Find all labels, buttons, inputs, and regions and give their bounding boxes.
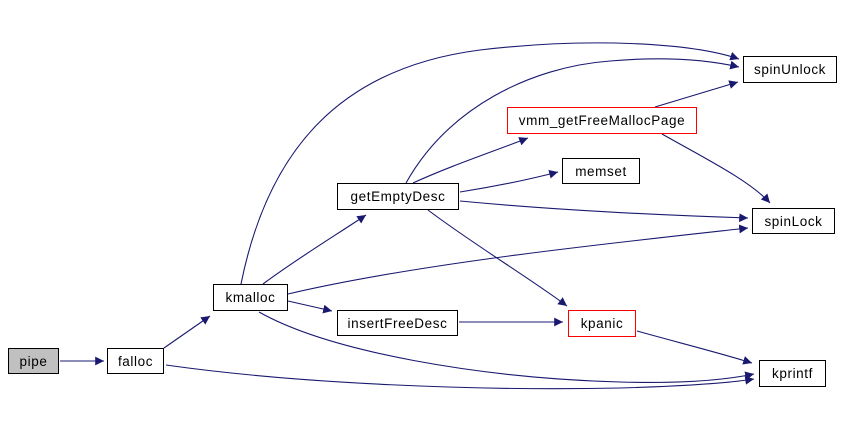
- node-kpanic[interactable]: kpanic: [568, 310, 636, 337]
- edge-falloc-kmalloc: [163, 315, 211, 349]
- node-vmm_getFreeMallocPage[interactable]: vmm_getFreeMallocPage: [507, 107, 697, 134]
- node-insertFreeDesc-label: insertFreeDesc: [347, 315, 448, 331]
- edge-kmalloc-spinUnlock: [240, 42, 740, 285]
- node-insertFreeDesc[interactable]: insertFreeDesc: [337, 310, 458, 336]
- edge-getEmptyDesc-vmm_getFreeMallocPage: [412, 137, 529, 184]
- node-pipe: pipe: [8, 348, 59, 374]
- node-getEmptyDesc[interactable]: getEmptyDesc: [337, 183, 459, 210]
- node-spinUnlock-label: spinUnlock: [753, 62, 827, 77]
- edge-kmalloc-spinLock: [287, 224, 749, 295]
- edge-getEmptyDesc-kpanic: [427, 209, 568, 307]
- edge-vmm_getFreeMallocPage-spinUnlock: [654, 80, 739, 108]
- node-kprintf-label: kprintf: [772, 366, 813, 381]
- node-kpanic-label: kpanic: [580, 316, 624, 331]
- node-vmm_getFreeMallocPage-label: vmm_getFreeMallocPage: [518, 113, 686, 128]
- edge-kmalloc-getEmptyDesc: [262, 214, 367, 285]
- edge-kpanic-kprintf: [636, 330, 753, 365]
- edge-vmm_getFreeMallocPage-spinLock: [661, 133, 771, 204]
- node-falloc[interactable]: falloc: [107, 348, 164, 374]
- node-kmalloc[interactable]: kmalloc: [213, 284, 288, 311]
- node-falloc-label: falloc: [117, 353, 154, 369]
- edge-getEmptyDesc-spinLock: [459, 200, 749, 223]
- edge-kmalloc-insertFreeDesc: [287, 300, 333, 314]
- node-spinLock[interactable]: spinLock: [752, 208, 835, 234]
- node-memset-label: memset: [575, 163, 627, 179]
- node-getEmptyDesc-label: getEmptyDesc: [350, 189, 446, 204]
- node-kprintf[interactable]: kprintf: [759, 360, 826, 387]
- node-pipe-label: pipe: [19, 353, 48, 369]
- edge-getEmptyDesc-spinUnlock: [405, 58, 740, 184]
- node-kmalloc-label: kmalloc: [225, 290, 276, 305]
- edge-getEmptyDesc-memset: [459, 169, 559, 193]
- node-spinUnlock[interactable]: spinUnlock: [743, 56, 837, 83]
- node-memset[interactable]: memset: [562, 158, 640, 184]
- node-spinLock-label: spinLock: [764, 213, 823, 229]
- edge-falloc-kprintf: [165, 364, 755, 390]
- edge-kmalloc-kprintf: [258, 311, 755, 383]
